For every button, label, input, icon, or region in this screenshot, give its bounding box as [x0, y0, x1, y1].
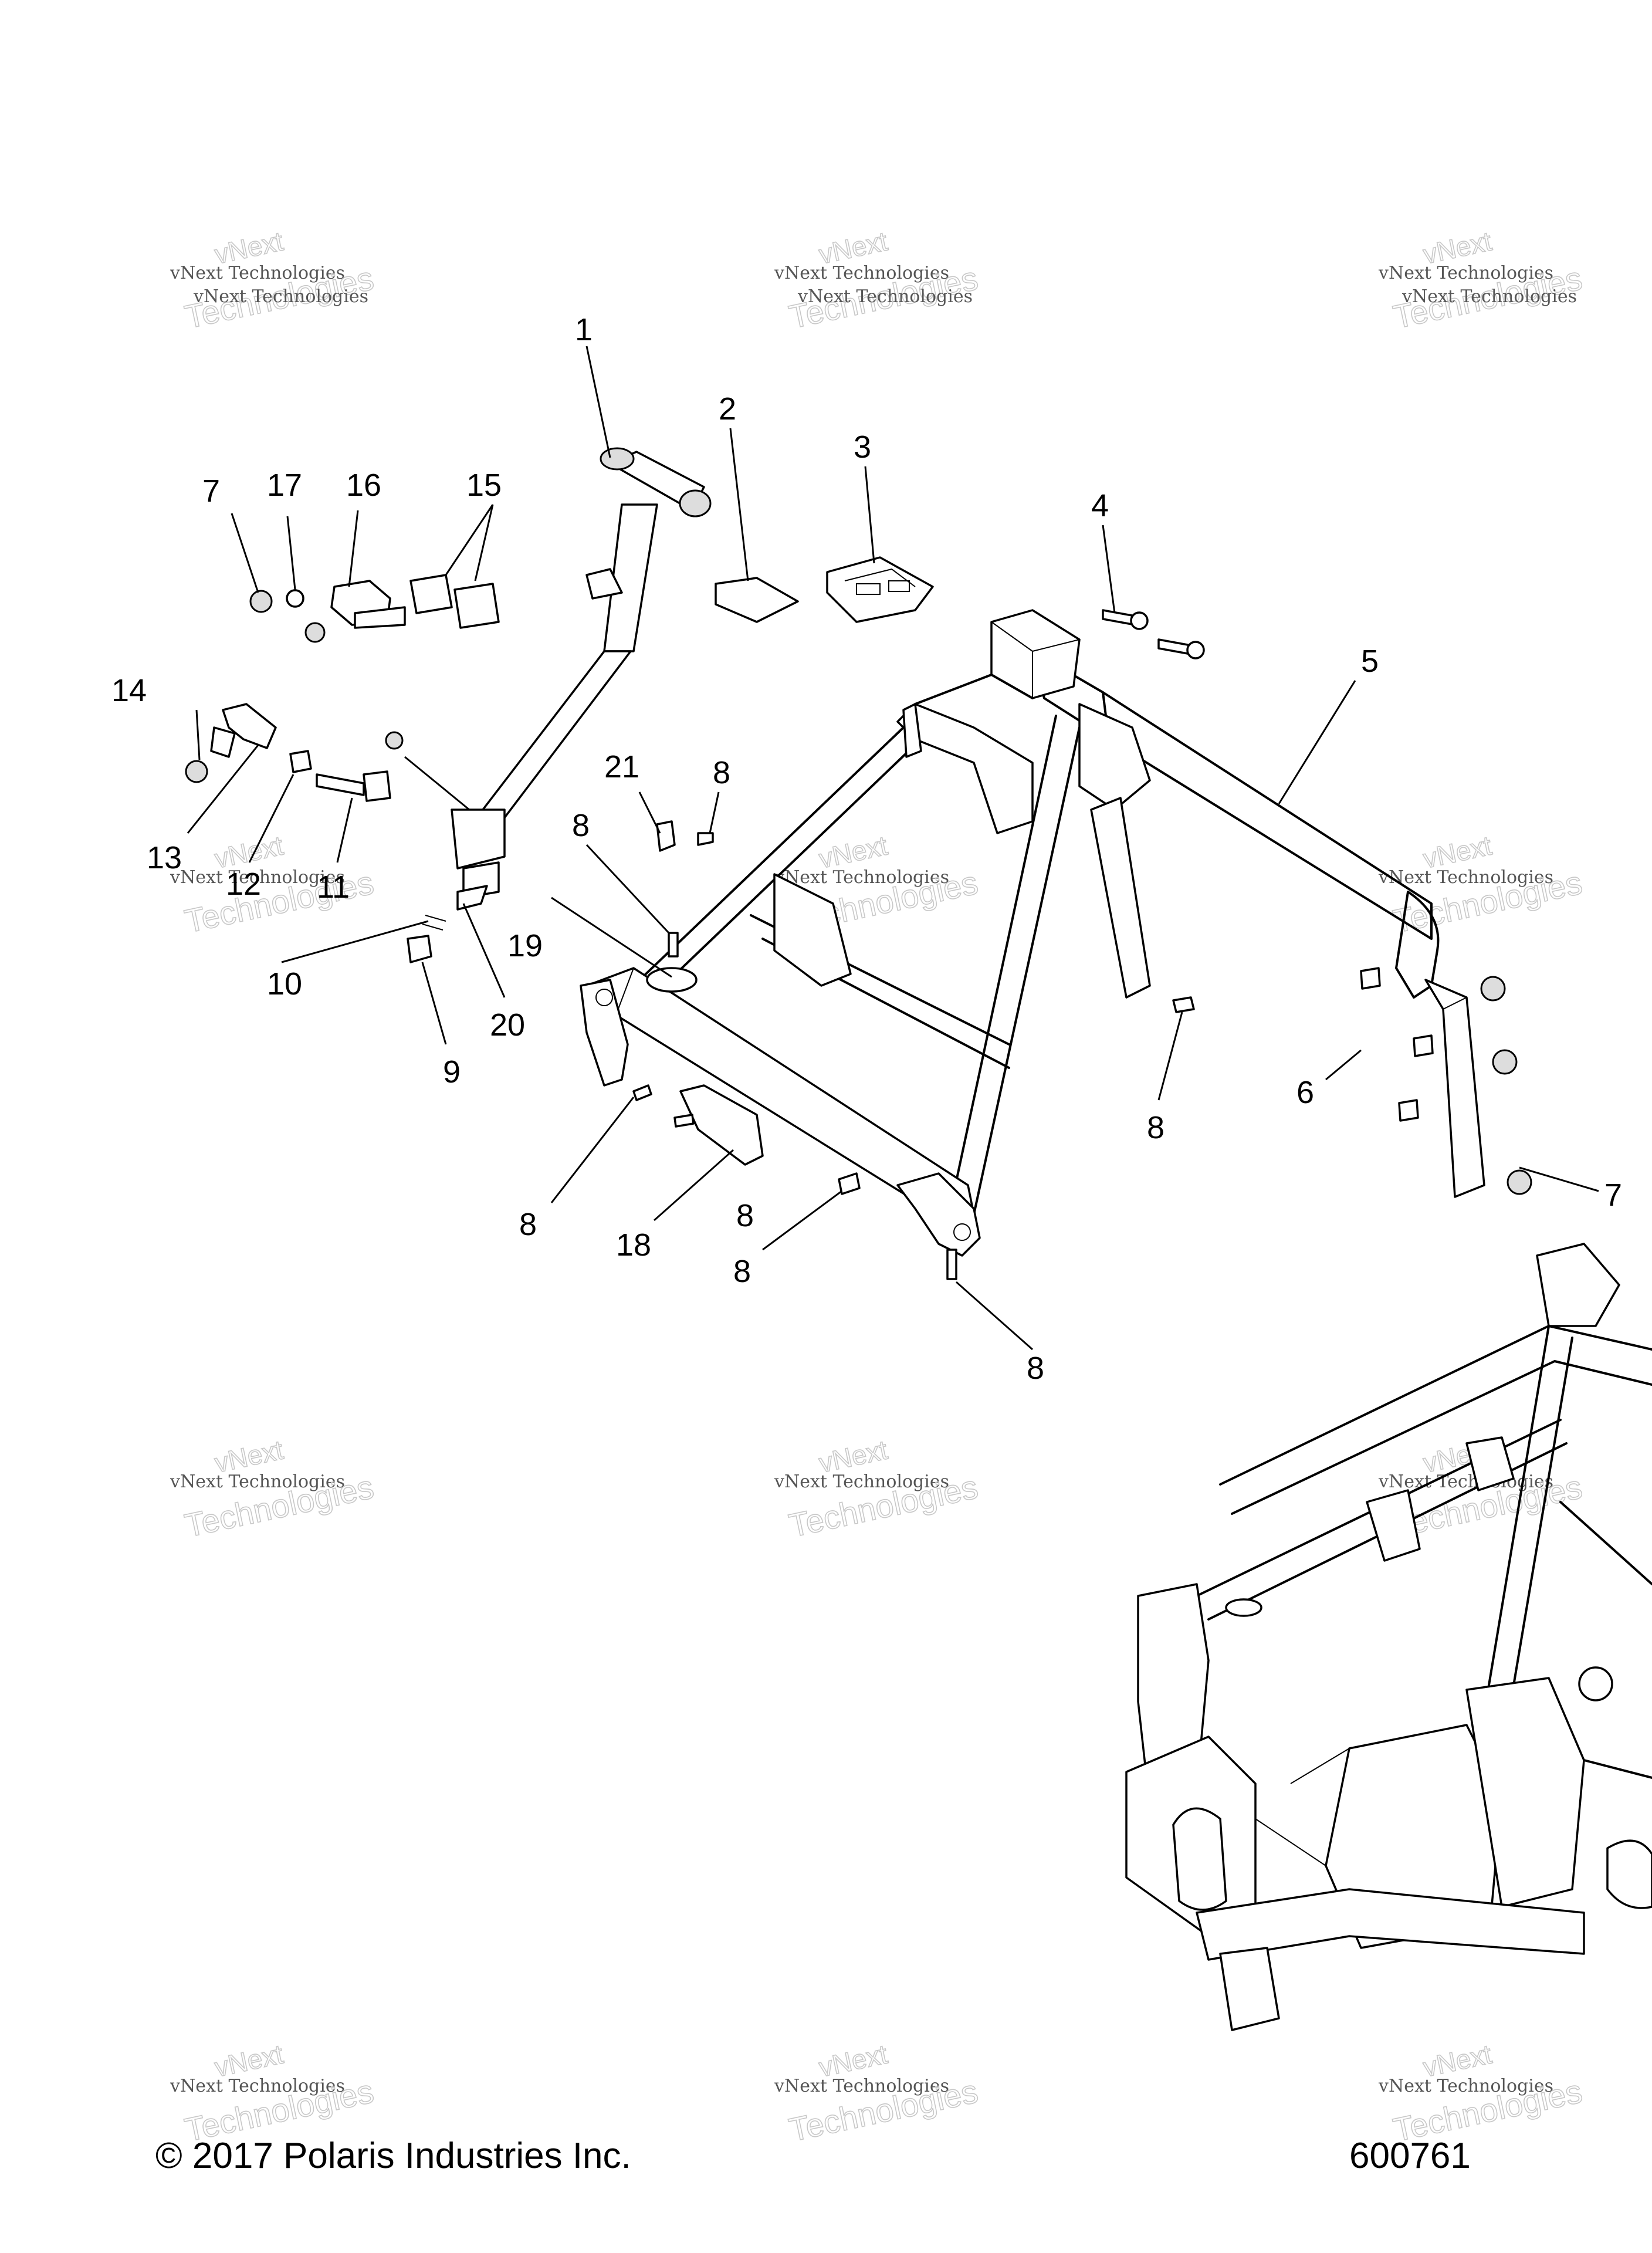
part-bolt-8c: [632, 1084, 652, 1101]
watermark: vNext vNext Technologies Technologies vN…: [170, 225, 377, 336]
reference-chassis: [1125, 1243, 1652, 2031]
part-tie-rod-end-13: [210, 703, 277, 758]
watermark: vNext vNext Technologies Technologies: [170, 2038, 377, 2149]
watermark: vNext vNext Technologies Technologies: [1378, 830, 1586, 941]
part-nut-7: [249, 590, 273, 613]
callout-label: 21: [604, 749, 639, 784]
part-bolt-8f: [946, 1249, 957, 1280]
watermark: vNext vNext Technologies Technologies: [774, 1434, 981, 1545]
watermark: vNext vNext Technologies Technologies vN…: [1378, 225, 1586, 336]
callout-label: 8: [736, 1198, 754, 1233]
callout-label: 3: [854, 429, 871, 465]
part-nut-14: [185, 760, 208, 783]
watermark-text: vNext Technologies: [1378, 263, 1553, 283]
callout-label: 13: [147, 840, 182, 875]
callout-label: 8: [572, 808, 590, 843]
part-nut-7c: [1480, 976, 1506, 1002]
leader-lines: [187, 346, 1599, 1351]
steering-column: [451, 447, 712, 911]
watermark: vNext vNext Technologies Technologies: [170, 1434, 377, 1545]
part-bracket-21: [656, 820, 676, 852]
callout-label: 9: [443, 1054, 461, 1090]
watermark-text: vNext Technologies: [774, 263, 949, 283]
part-bolt-6a: [1360, 967, 1381, 990]
watermark-text: vNext Technologies: [1378, 2076, 1553, 2096]
callout-label: 6: [1296, 1075, 1314, 1110]
watermark-text: vNext Technologies: [170, 867, 345, 888]
callout-label: 18: [616, 1227, 651, 1263]
callout-labels: 1 2 3 4 5 6 7 7 8 8 8 8 8 8 8 9 10 11 12…: [111, 312, 1622, 1386]
watermark: vNext vNext Technologies Technologies vN…: [774, 225, 981, 336]
part-bracket-18: [679, 1084, 764, 1166]
callout-label: 17: [267, 468, 302, 503]
callout-label: 7: [202, 473, 220, 509]
part-bushings-15: [409, 574, 500, 629]
part-nut-7e: [1507, 1169, 1532, 1195]
part-nut-upper: [385, 731, 404, 750]
watermark-text: vNext Technologies: [774, 867, 949, 888]
callout-label: 8: [713, 755, 730, 790]
callout-label: 15: [466, 468, 502, 503]
part-clamp-16: [330, 580, 406, 629]
watermark-text: vNext Technologies: [1402, 286, 1577, 307]
callout-label: 2: [719, 391, 736, 427]
watermark-text: vNext Technologies: [797, 286, 973, 307]
callout-label: 19: [507, 928, 543, 963]
part-bolts-4: [1102, 609, 1205, 659]
callout-label: 8: [519, 1207, 537, 1242]
part-plate-2: [715, 577, 799, 623]
part-bolt-8g: [1172, 996, 1195, 1013]
callout-label: 10: [267, 966, 302, 1002]
copyright-text: © 2017 Polaris Industries Inc.: [155, 2136, 631, 2176]
part-bolt-8e: [838, 1172, 861, 1195]
figure-number: 600761: [1349, 2136, 1471, 2176]
part-nut-7b: [304, 622, 326, 643]
part-bolt-6c: [1398, 1099, 1419, 1122]
part-bolt-8b: [668, 932, 679, 958]
callout-label: 7: [1604, 1178, 1622, 1213]
watermark-text: vNext Technologies: [1378, 867, 1553, 888]
callout-label: 8: [733, 1254, 751, 1289]
part-nut-7d: [1492, 1049, 1518, 1075]
part-bolt-8d: [673, 1114, 695, 1128]
callout-label: 8: [1147, 1110, 1164, 1145]
part-bolt-8a: [697, 832, 714, 846]
watermark-text: vNext Technologies: [774, 2076, 949, 2096]
watermark-text: vNext Technologies: [170, 2076, 345, 2096]
watermark: vNext vNext Technologies Technologies: [774, 2038, 981, 2149]
part-pin-10: [422, 915, 446, 931]
callout-label: 20: [490, 1007, 525, 1043]
callout-label: 12: [226, 867, 261, 902]
callout-label: 5: [1361, 644, 1379, 679]
callout-label: 4: [1091, 488, 1109, 523]
callout-label: 8: [1027, 1351, 1044, 1386]
part-nut-17: [286, 589, 304, 608]
watermark-text: vNext Technologies: [170, 1471, 345, 1492]
part-spacer-9: [407, 935, 432, 963]
part-bolt-6b: [1413, 1034, 1434, 1057]
part-sleeve-12: [289, 750, 312, 773]
watermark-text: vNext Technologies: [170, 263, 345, 283]
watermark: vNext vNext Technologies Technologies: [1378, 2038, 1586, 2149]
watermark-text: vNext Technologies: [774, 1471, 949, 1492]
watermark-text: vNext Technologies: [193, 286, 368, 307]
callout-label: 11: [317, 870, 350, 905]
part-switch-panel-3: [826, 556, 934, 623]
cab-frame-assembly: [580, 609, 1485, 1257]
callout-label: 16: [346, 468, 381, 503]
callout-label: 14: [111, 673, 147, 708]
callout-label: 1: [575, 312, 593, 347]
part-stud-11: [316, 770, 391, 802]
